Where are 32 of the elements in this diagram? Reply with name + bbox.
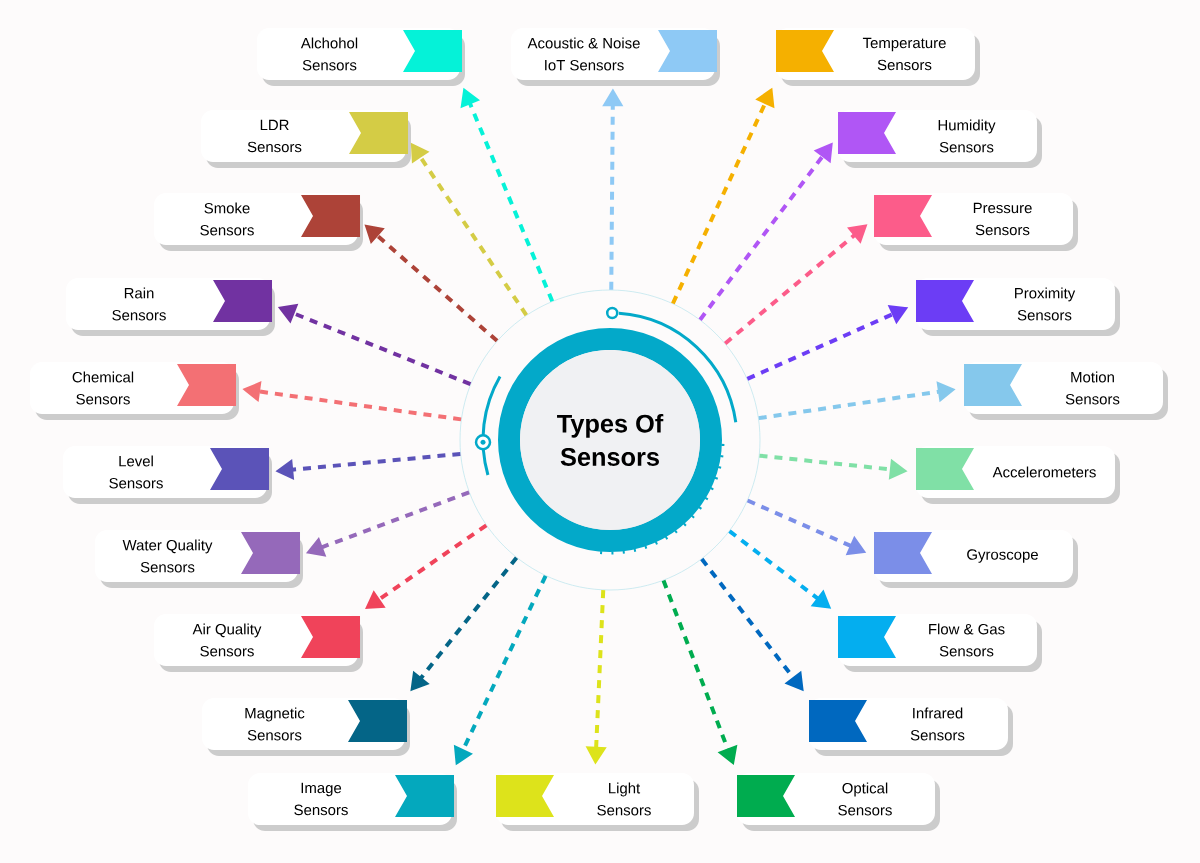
node-label: Humidity Sensors — [938, 119, 996, 153]
node-label: Rain Sensors — [112, 287, 166, 321]
sensor-card: Light Sensors — [496, 773, 699, 831]
node-label: Alchohol Sensors — [300, 37, 358, 71]
node-label: Optical Sensors — [838, 782, 892, 816]
sensor-card: Gyroscope — [874, 530, 1078, 588]
sensor-card: Alchohol Sensors — [257, 28, 465, 86]
sensor-card: Temperature Sensors — [776, 28, 980, 86]
sensor-card: Optical Sensors — [737, 773, 940, 831]
sensor-card: Smoke Sensors — [154, 193, 363, 251]
sensor-card: Accelerometers — [916, 446, 1120, 504]
node-label: LDR Sensors — [247, 119, 302, 153]
sensor-card: Infrared Sensors — [809, 698, 1013, 756]
sensor-card: Image Sensors — [248, 773, 457, 831]
sensor-card: Flow & Gas Sensors — [838, 614, 1042, 672]
sensor-card: Humidity Sensors — [838, 110, 1042, 168]
sensor-card: LDR Sensors — [201, 110, 411, 168]
sensor-card: Level Sensors — [63, 446, 272, 504]
sensor-card: Chemical Sensors — [30, 362, 239, 420]
sensor-card: Water Quality Sensors — [95, 530, 303, 588]
sensor-card: Proximity Sensors — [916, 278, 1120, 336]
node-label: Temperature Sensors — [862, 37, 946, 71]
node-label: Image Sensors — [294, 782, 348, 816]
sensor-card: Acoustic & Noise IoT Sensors — [511, 28, 720, 86]
sensor-card: Air Quality Sensors — [154, 614, 363, 672]
sensor-card: Pressure Sensors — [874, 193, 1078, 251]
node-label: Light Sensors — [597, 782, 651, 816]
node-label: Proximity Sensors — [1015, 287, 1076, 321]
sensor-card: Motion Sensors — [964, 362, 1168, 420]
sensor-card: Magnetic Sensors — [202, 698, 410, 756]
node-label: Acoustic & Noise IoT Sensors — [527, 37, 640, 71]
sensor-card: Rain Sensors — [66, 278, 275, 336]
